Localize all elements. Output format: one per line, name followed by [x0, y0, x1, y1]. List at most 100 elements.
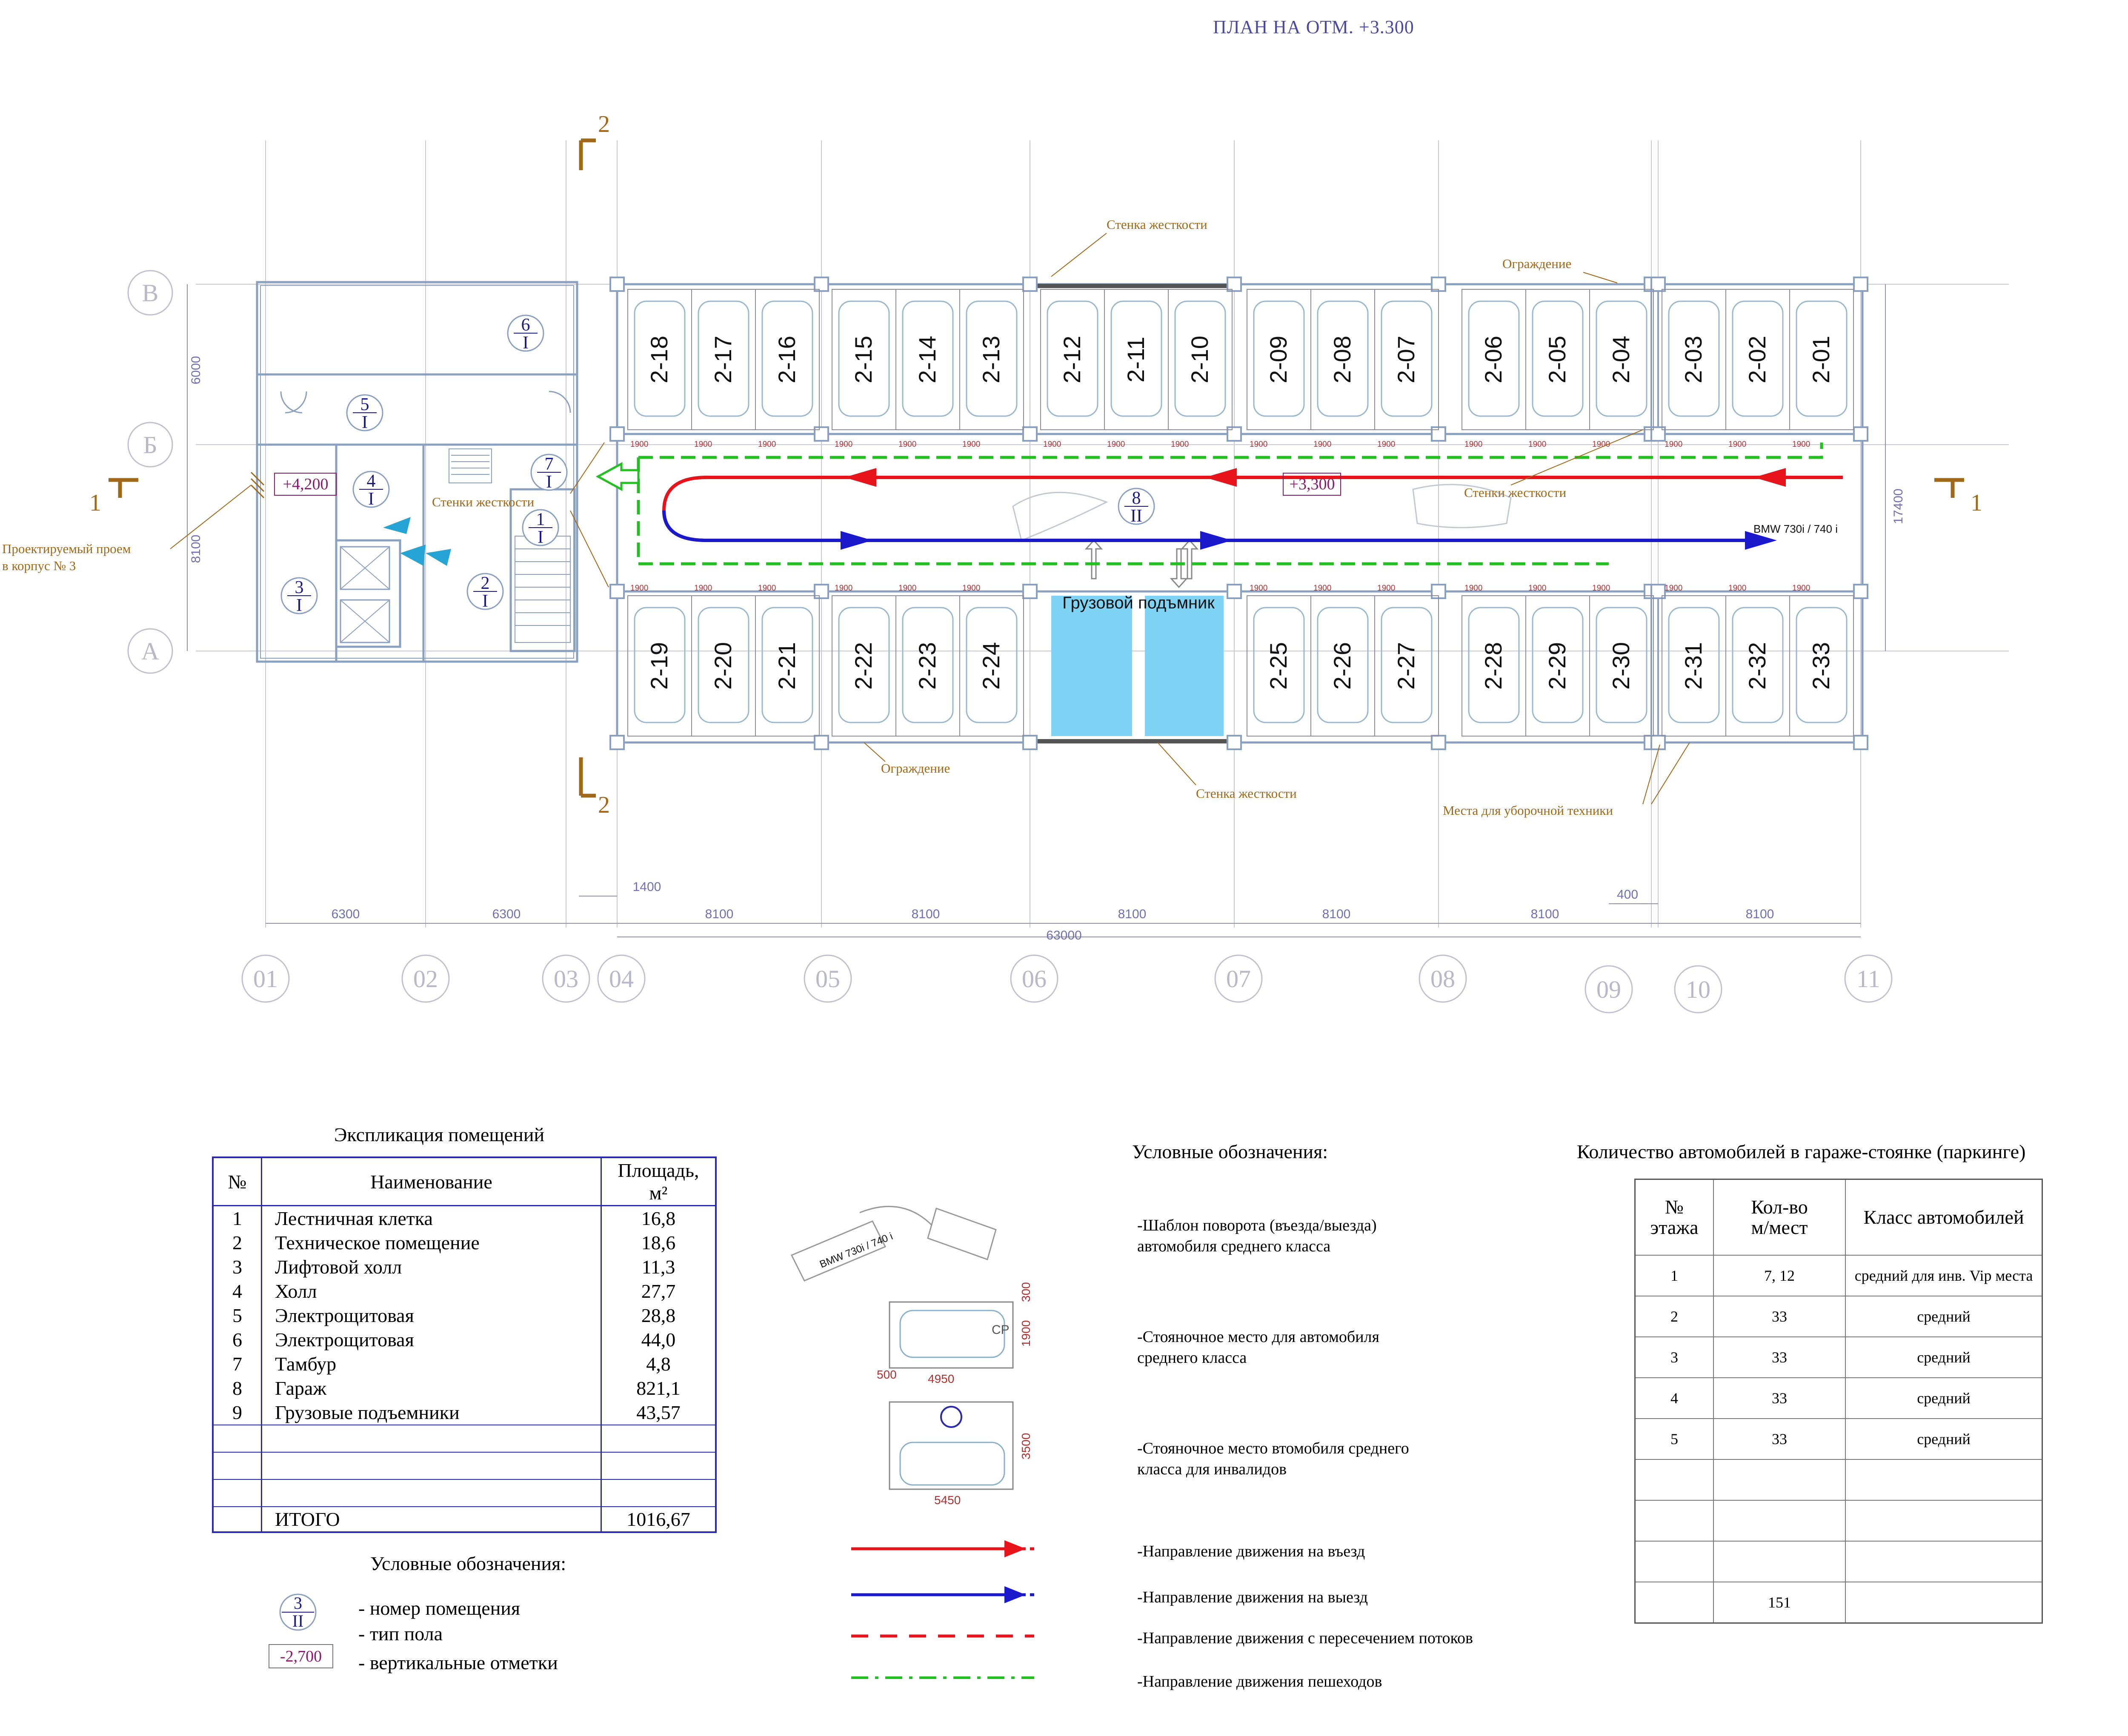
- lot-label: 2-24: [978, 642, 1004, 690]
- room-floor-type: I: [523, 333, 529, 353]
- column-label: 02: [413, 965, 438, 993]
- room-number: 3: [295, 578, 304, 597]
- parking-lot: 2-27 1900: [1374, 584, 1439, 737]
- expl-total-label: ИТОГО: [261, 1506, 602, 1532]
- column-block: [1022, 584, 1038, 599]
- cars-count: 33: [1713, 1377, 1846, 1419]
- car-outline: [1668, 607, 1720, 723]
- car-outline: [1174, 300, 1226, 417]
- lot-dim: 1900: [1528, 584, 1546, 593]
- car-outline: [634, 607, 686, 723]
- car-outline: [1253, 300, 1305, 417]
- column-label: 09: [1596, 976, 1621, 1003]
- car-outline: [1532, 300, 1584, 417]
- legend-room-num: - номер помещения: [358, 1597, 521, 1619]
- lot-label: 2-16: [773, 336, 800, 383]
- lot-label: 2-32: [1744, 642, 1770, 690]
- lot-dim: 1900: [962, 440, 980, 449]
- legend-mid-symbols: BMW 730i / 740 i CP 500 4950 300 1900 35…: [790, 1205, 1034, 1679]
- parking-walls: [616, 283, 1864, 744]
- expl-area: 821,1: [601, 1376, 717, 1400]
- car-outline: [761, 300, 813, 417]
- car-outline: [838, 300, 890, 417]
- table-row-empty: [1634, 1500, 2043, 1542]
- freight-lift-right: [1145, 596, 1224, 736]
- cars-h-floor-2: этажа: [1650, 1216, 1699, 1238]
- lot-label: 2-27: [1393, 642, 1419, 690]
- legend-left-title: Условные обозначения:: [370, 1553, 566, 1574]
- expl-num: 5: [212, 1303, 262, 1328]
- legend-car-tag: BMW 730i / 740 i: [818, 1231, 895, 1270]
- expl-area: 4,8: [601, 1352, 717, 1376]
- car-outline: [1317, 300, 1369, 417]
- car-outline: [634, 300, 686, 417]
- table-row-empty: [212, 1425, 717, 1452]
- legend-sample-elev: -2,700: [280, 1647, 322, 1665]
- car-outline: [966, 607, 1018, 723]
- dim-2: 1400: [633, 880, 661, 894]
- section-2-bottom: 2: [598, 792, 610, 818]
- car-outline: [1468, 300, 1520, 417]
- lot-outline: [1589, 595, 1654, 737]
- column-block: [1853, 735, 1868, 750]
- table-row-total: 151: [1634, 1582, 2043, 1624]
- annotations: Стенка жесткости Ограждение Стенки жестк…: [2, 217, 1690, 818]
- car-outline: [1796, 300, 1848, 417]
- expl-name: Техническое помещение: [261, 1231, 602, 1255]
- car-outline: [1468, 607, 1520, 723]
- column-label: 06: [1022, 965, 1047, 993]
- ann-walls-left: Стенки жесткости: [432, 494, 534, 509]
- cars-class: средний: [1845, 1418, 2043, 1460]
- cars-count: 7, 12: [1713, 1255, 1846, 1296]
- column-block: [1650, 735, 1666, 750]
- plan-title: ПЛАН НА ОТМ. +3.300: [1213, 17, 1414, 37]
- bottom-parking-lots: 2-1919002-2019002-2119002-2219002-231900…: [627, 584, 1854, 737]
- column-label: 03: [554, 965, 578, 993]
- car-outline: [1381, 300, 1433, 417]
- dim-left-0: 6000: [189, 356, 203, 385]
- column-block: [814, 584, 829, 599]
- lot-outline: [959, 595, 1024, 737]
- car-outline: [1596, 300, 1647, 417]
- lot-dim: 1900: [1377, 584, 1395, 593]
- stair-arrows: [383, 517, 451, 566]
- row-label-b: Б: [143, 431, 157, 459]
- cars-total: 151: [1713, 1582, 1846, 1624]
- expl-name: Электрощитовая: [261, 1303, 602, 1328]
- lot-label: 2-12: [1058, 336, 1085, 383]
- lot-label: 2-17: [709, 336, 736, 383]
- column-block: [609, 735, 625, 750]
- expl-num: 8: [212, 1376, 262, 1400]
- cars-h-count-1: Кол-во: [1751, 1196, 1808, 1218]
- expl-name: Гараж: [261, 1376, 602, 1400]
- dimension-labels: 6300 6300 1400 8100 8100 8100 8100 8100 …: [189, 356, 1905, 942]
- room-floor-type: I: [362, 413, 368, 432]
- column-block: [609, 277, 625, 292]
- legend-dis-2: класса для инвалидов: [1137, 1460, 1287, 1479]
- lot-dim: 1900: [1464, 440, 1482, 449]
- lot-label: 2-30: [1607, 642, 1634, 690]
- lot-outline: [959, 289, 1024, 430]
- room-number: 7: [545, 454, 554, 474]
- car-outline: [1253, 607, 1305, 723]
- elev-garage: +3,300: [1290, 475, 1335, 493]
- lot-label: 2-15: [850, 336, 877, 383]
- lot-outline: [755, 289, 820, 430]
- legend-entry: -Направление движения на въезд: [1137, 1542, 1365, 1560]
- lot-label: 2-07: [1393, 336, 1419, 383]
- column-label: 04: [609, 965, 634, 993]
